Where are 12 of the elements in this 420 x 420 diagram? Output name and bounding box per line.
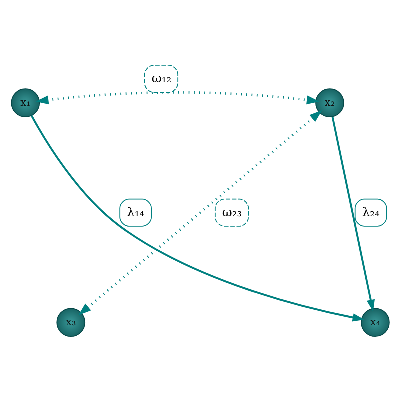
- node-circle: x₄: [361, 308, 390, 337]
- node-circle: x₁: [11, 88, 40, 118]
- arrow: [30, 114, 365, 322]
- edge-label: λ₁₄: [127, 205, 145, 220]
- edge-label: λ₂₄: [362, 205, 380, 220]
- arrow: [78, 110, 322, 315]
- edge-label: ω₂₃: [222, 205, 242, 220]
- arrow: [36, 90, 320, 104]
- arrow: [332, 116, 375, 312]
- node-circle: x₂: [316, 88, 344, 118]
- node-circle: x₃: [56, 308, 86, 337]
- edge-label: ω₁₂: [152, 71, 172, 86]
